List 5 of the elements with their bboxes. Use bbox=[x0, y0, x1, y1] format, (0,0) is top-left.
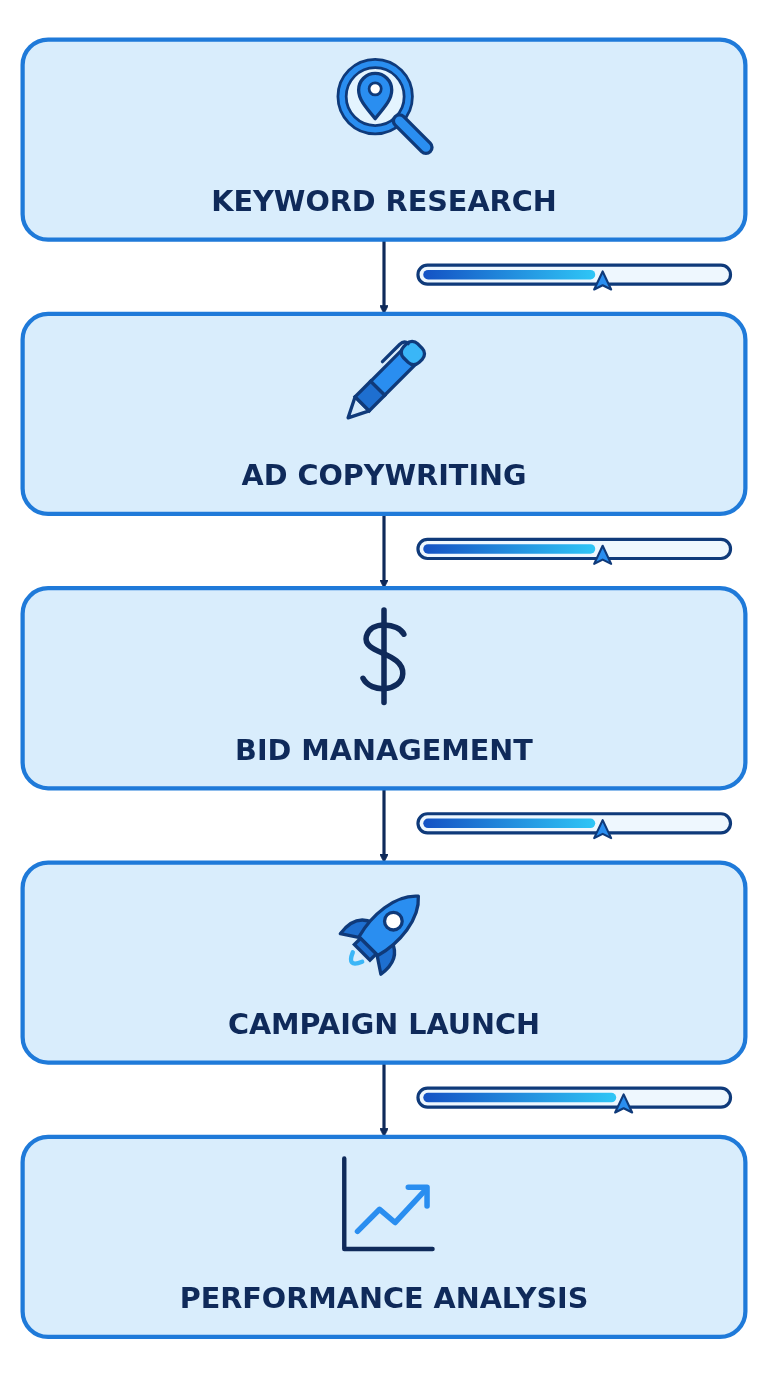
node-box: BID MANAGEMENT bbox=[20, 585, 748, 791]
node-box: KEYWORD RESEARCH bbox=[20, 37, 748, 242]
node-box: AD COPYWRITING bbox=[20, 311, 748, 516]
node-box: CAMPAIGN LAUNCH bbox=[20, 860, 748, 1065]
node-box: PERFORMANCE ANALYSIS bbox=[20, 1134, 748, 1339]
